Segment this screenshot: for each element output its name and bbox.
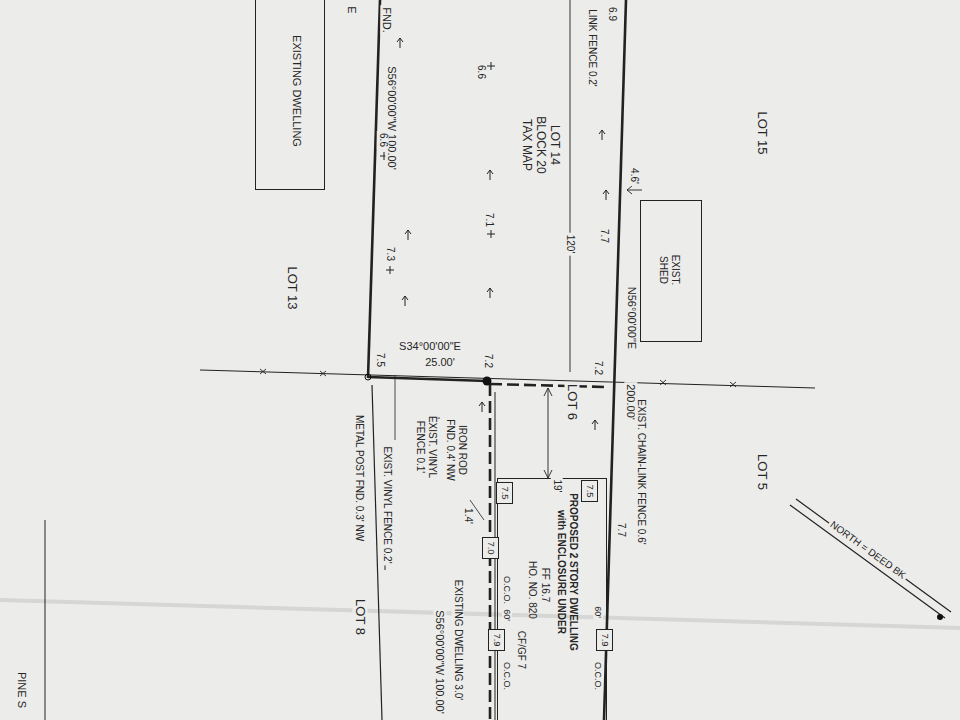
elevation-box: 7.9 — [596, 629, 613, 651]
dimension-line — [570, 0, 571, 372]
paper-crease — [0, 600, 960, 628]
survey-label: S34°00'00"E — [397, 340, 463, 353]
shed-outline: EXIST. SHED — [640, 200, 702, 342]
survey-label: 60' — [593, 604, 603, 620]
fence-line — [490, 384, 606, 387]
survey-label: LINK FENCE 0.2' — [586, 7, 598, 89]
flow-arrows — [382, 38, 609, 570]
survey-label: 1.4' — [462, 506, 474, 526]
survey-label: S56°00'00"W 100.00' — [434, 608, 447, 716]
elevation-box: 7.0 — [482, 537, 499, 559]
survey-label: 19' — [551, 477, 563, 494]
elevation-box: 7.5 — [496, 482, 513, 504]
survey-label: 7.2 — [592, 359, 604, 377]
box-note: HO. NO. 820 — [526, 561, 538, 619]
street-line — [45, 520, 46, 720]
box-title: PROPOSED 2 STORY DWELLING with ENCLOSURE… — [555, 483, 578, 661]
lot-line — [368, 377, 487, 381]
box-title: 7.9 — [599, 633, 610, 646]
survey-label: LOT 6 — [565, 382, 580, 422]
survey-label: 4.6' — [628, 166, 640, 186]
proposed-dwelling: PROPOSED 2 STORY DWELLING with ENCLOSURE… — [497, 478, 607, 720]
survey-label: FND. — [381, 5, 394, 35]
survey-label: 7.2 — [482, 352, 494, 370]
spot-elevation-marks — [380, 62, 495, 274]
survey-label: IRON ROD FND. 0.4' NW — [445, 411, 468, 489]
survey-label: 7.7 — [615, 521, 627, 539]
metal-post — [365, 374, 371, 380]
box-note: CF/GF 7 — [515, 630, 527, 668]
elevation-box: 7.9 — [488, 629, 505, 651]
dwelling-outline: EXISTING DWELLING — [255, 0, 325, 190]
fence-marks — [260, 369, 736, 387]
survey-label: 6.9 — [606, 5, 618, 23]
survey-label: LOT 14 BLOCK 20 TAX MAP — [519, 111, 560, 179]
box-title: EXISTING DWELLING — [290, 35, 303, 147]
survey-label: 6.6 — [475, 63, 487, 81]
leader-line — [395, 375, 396, 440]
elevation-box: 7.5 — [581, 480, 598, 502]
survey-label: EXIST. VINYL FENCE 0.2' — [381, 444, 393, 565]
box-title: 7.5 — [499, 486, 510, 499]
survey-label: O.C.O. — [502, 574, 512, 606]
survey-label: PINE S — [16, 670, 29, 710]
survey-label: LOT 13 — [285, 264, 300, 311]
survey-label: 120' — [564, 233, 576, 256]
lot-line — [604, 0, 626, 720]
survey-label: 7.7 — [598, 227, 610, 245]
box-title: EXIST. SHED — [657, 240, 680, 300]
survey-label: LOT 8 — [353, 597, 368, 637]
survey-label: EXIST. VINYL FENCE 0.1' — [415, 412, 438, 482]
survey-label: LOT 5 — [755, 452, 770, 492]
survey-label: N56°00'00"E — [626, 285, 639, 351]
survey-label: NORTH = DEED BK — [826, 518, 909, 583]
iron-rod — [483, 377, 492, 386]
survey-label: METAL POST FND. 0.3' NW — [353, 413, 365, 543]
survey-label: S56°00'00"W 100.00' — [386, 64, 399, 172]
survey-label: 60' — [502, 607, 512, 623]
survey-label: O.C.O. — [593, 660, 603, 692]
survey-label: 6.6 — [377, 131, 389, 149]
survey-label: EXIST. CHAIN-LINK FENCE 0.6' — [635, 397, 647, 546]
lot-line — [368, 0, 380, 378]
survey-label: EXISTING DWELLING 3.0' — [452, 578, 464, 702]
box-note: FF 16.7 — [539, 567, 551, 601]
survey-label: LOT 15 — [755, 109, 770, 156]
box-title: 7.0 — [485, 541, 496, 554]
dimension-line — [548, 388, 549, 478]
survey-label: 7.5 — [374, 351, 386, 369]
survey-label: O.C.O. — [502, 660, 512, 692]
survey-label: E — [346, 4, 359, 15]
north-arrow — [790, 499, 951, 618]
survey-label: 7.3 — [384, 245, 396, 263]
north-arrow-dot — [937, 614, 943, 620]
survey-label: 25.00' — [423, 356, 457, 369]
dimension-arrow — [627, 186, 642, 194]
tie-line — [200, 370, 815, 388]
arrowhead — [544, 388, 552, 396]
box-title: 7.9 — [491, 633, 502, 646]
survey-label: 7.1 — [483, 211, 495, 229]
box-title: 7.5 — [584, 484, 595, 497]
